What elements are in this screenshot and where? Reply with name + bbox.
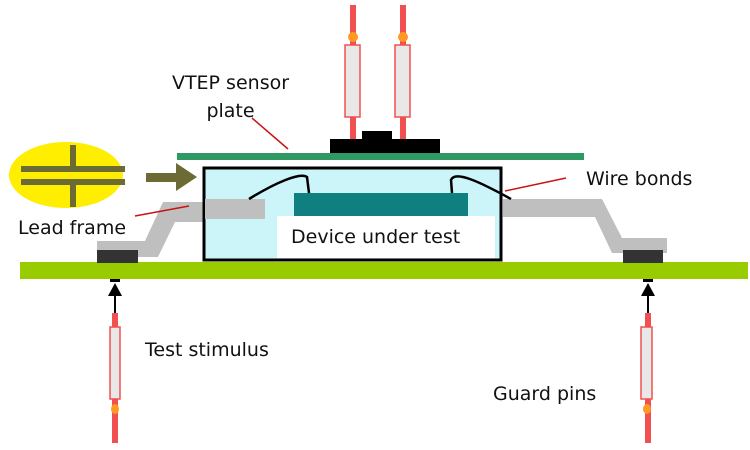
plate-connector [330,131,440,153]
dut-label-bg [277,216,495,258]
wire-bond-left [248,174,311,201]
top-probe-left [344,5,361,140]
pad-left [97,250,138,263]
leader-lead-frame [134,205,190,217]
sensor-plate-label: VTEP sensor plate [148,72,313,123]
sensor-plate-label-line1: VTEP sensor [171,72,290,94]
bottom-probe-left [108,279,122,443]
sensor-plate-label-line2: plate [206,99,255,122]
lead-frame-label: Lead frame [18,217,127,239]
lead-frame-inner-left [205,199,265,219]
capacitor-icon [9,142,125,208]
lead-frame-right [503,199,667,253]
leader-wire-bonds [504,177,567,192]
leader-sensor-plate [251,117,289,150]
die [294,193,468,216]
wire-bonds-label: Wire bonds [586,168,693,190]
bottom-probe-right [640,279,655,443]
guard-pins-label: Guard pins [493,383,597,405]
sensor-plate [177,153,584,160]
top-probe-right [394,5,411,140]
device-under-test-label: Device under test [291,226,461,248]
arrow-right-icon [146,163,197,191]
pcb-board [20,262,748,279]
pad-right [623,250,663,263]
wire-bond-right [449,175,512,201]
test-stimulus-label: Test stimulus [145,339,269,361]
